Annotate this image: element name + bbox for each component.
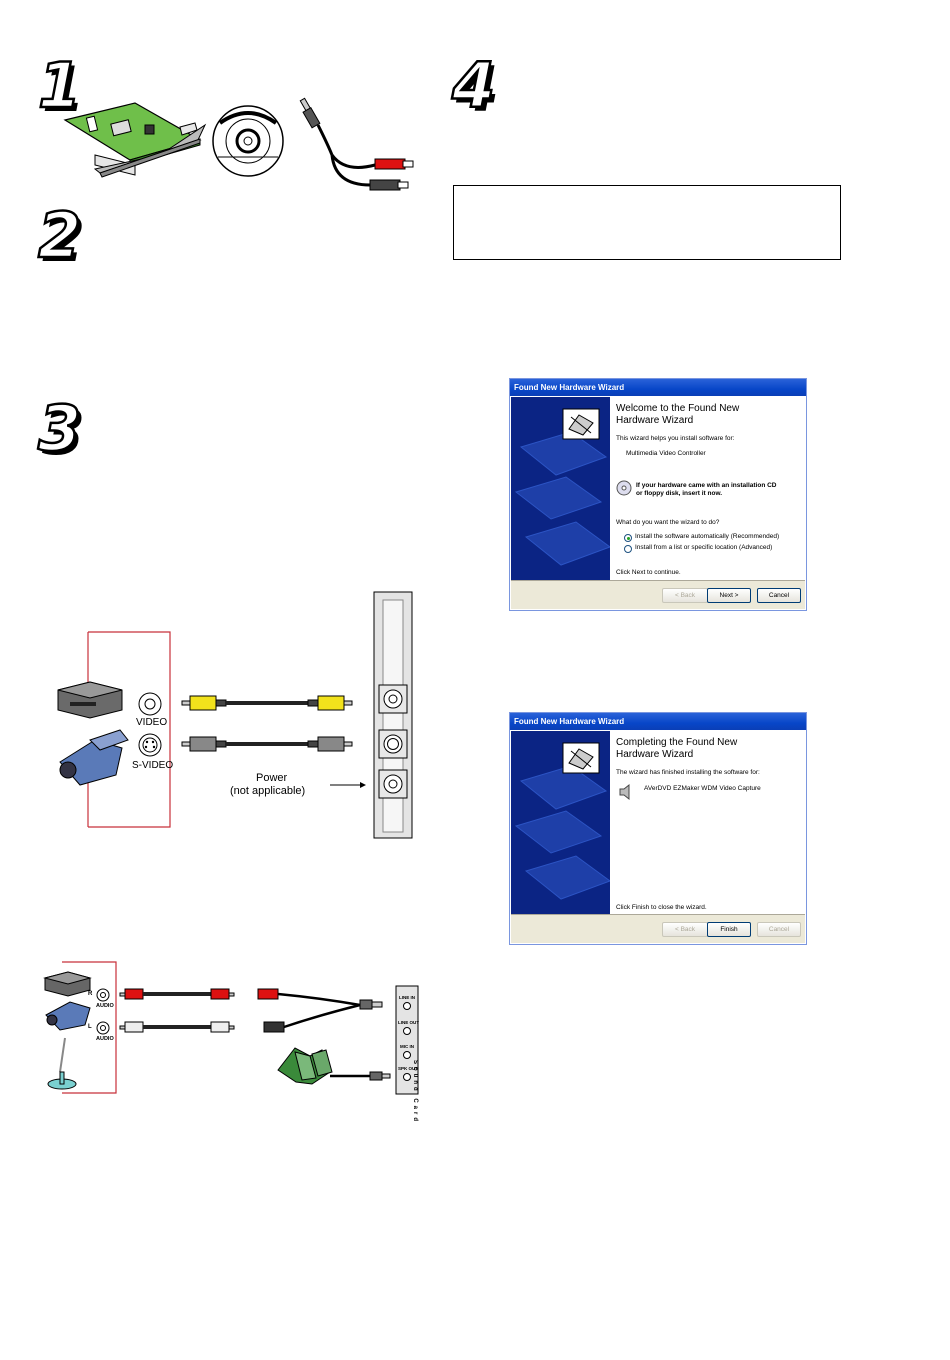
port-spk-out: SPK OUT [398, 1066, 419, 1071]
audio-r-label: R [88, 991, 93, 997]
step-number-3: 3 [37, 392, 83, 465]
wizard-welcome-titlebar[interactable]: Found New Hardware Wizard [510, 379, 806, 396]
speakers-image [277, 1047, 391, 1085]
wizard-welcome-window: Found New Hardware Wizard Welcome to the… [509, 378, 807, 611]
wizard2-hardware-icon [562, 742, 600, 774]
wizard2-finished-text: The wizard has finished installing the s… [616, 769, 760, 776]
wizard1-intro: This wizard helps you install software f… [616, 435, 735, 442]
note-box [453, 185, 841, 260]
wizard1-question: What do you want the wizard to do? [616, 519, 720, 526]
wizard-hardware-icon [562, 408, 600, 440]
audio-vcr-image [43, 971, 92, 997]
port-line-in: LINE IN [399, 995, 416, 1000]
vcr-image [57, 681, 123, 719]
step-number-2: 2 [37, 199, 83, 272]
wizard2-close-text: Click Finish to close the wizard. [616, 904, 707, 911]
audio-label-r: AUDIO [96, 1003, 114, 1009]
speaker-device-icon [619, 783, 630, 801]
sound-card-label: Sound Card [412, 1060, 418, 1124]
audio-label-l: AUDIO [96, 1036, 114, 1042]
svideo-cable [181, 736, 353, 752]
wizard2-cancel-button[interactable]: Cancel [757, 922, 801, 937]
wizard2-heading-line1: Completing the Found New [616, 737, 738, 748]
hardware-banner-graphic [511, 397, 610, 582]
capture-card-bracket [373, 591, 413, 839]
wizard1-heading-line1: Welcome to the Found New [616, 403, 740, 414]
wizard1-cd-line1: If your hardware came with an installati… [636, 482, 777, 489]
capture-card-image [63, 102, 207, 178]
wizard2-heading-line2: Hardware Wizard [616, 749, 694, 760]
wizard1-footer: < Back Next > Cancel [511, 580, 805, 609]
wizard2-back-button[interactable]: < Back [662, 922, 708, 937]
wizard-completing-titlebar[interactable]: Found New Hardware Wizard [510, 713, 806, 730]
wizard1-cancel-button[interactable]: Cancel [757, 588, 801, 603]
wizard2-footer: < Back Finish Cancel [511, 914, 805, 943]
sound-card-bracket [395, 985, 419, 1095]
wizard1-continue-text: Click Next to continue. [616, 569, 681, 576]
wizard1-back-button[interactable]: < Back [662, 588, 708, 603]
composite-video-cable [181, 695, 353, 711]
hardware-banner-graphic-2 [511, 731, 610, 916]
option-install-list[interactable]: Install from a list or specific location… [635, 544, 773, 551]
svideo-label: S-VIDEO [132, 760, 174, 771]
microphone-image [47, 1037, 77, 1090]
video-label: VIDEO [136, 717, 168, 728]
option-install-auto[interactable]: Install the software automatically (Reco… [635, 533, 780, 540]
camcorder-image [59, 729, 129, 786]
video-connection-diagram [57, 591, 413, 839]
wizard1-cd-line2: or floppy disk, insert it now. [636, 490, 723, 497]
cd-image [212, 105, 284, 177]
radio-install-auto[interactable] [624, 534, 632, 542]
wizard1-next-button[interactable]: Next > [707, 588, 751, 603]
wizard2-side-banner [511, 731, 610, 916]
audio-y-cable-image [299, 97, 414, 191]
wizard-completing-window: Found New Hardware Wizard Completing the… [509, 712, 807, 945]
wizard1-heading-line2: Hardware Wizard [616, 415, 694, 426]
radio-install-list[interactable] [624, 545, 632, 553]
power-label: Power [256, 772, 288, 784]
audio-connection-diagram [43, 961, 419, 1095]
wizard2-device: AVerDVD EZMaker WDM Video Capture [644, 785, 761, 792]
not-applicable-label: (not applicable) [230, 785, 306, 797]
port-mic-in: MIC IN [400, 1044, 414, 1049]
package-contents-illustration [63, 97, 414, 191]
wizard-side-banner [511, 397, 610, 582]
port-line-out: LINE OUT [398, 1020, 419, 1025]
audio-camcorder-image [45, 1001, 91, 1031]
wizard1-device: Multimedia Video Controller [626, 450, 706, 457]
cd-drive-icon [616, 480, 632, 496]
audio-l-label: L [88, 1024, 92, 1030]
wizard2-finish-button[interactable]: Finish [707, 922, 751, 937]
step-number-4: 4 [451, 49, 497, 122]
step-number-1: 1 [37, 49, 83, 122]
